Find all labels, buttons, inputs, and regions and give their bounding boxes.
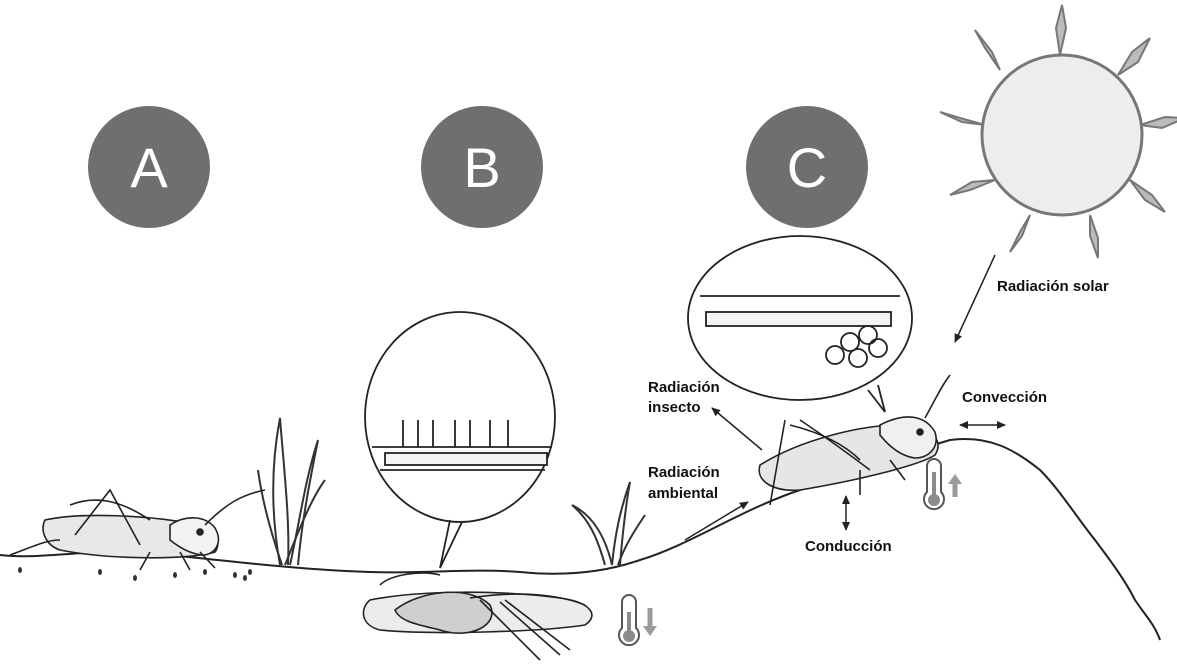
label-insect-radiation-1: Radiación [648, 378, 720, 398]
grasshopper-b [363, 573, 591, 660]
arrow-solar [955, 255, 995, 342]
thermometer-down-icon [619, 595, 657, 645]
callout-b [365, 312, 555, 568]
callout-c [688, 236, 912, 412]
panel-badge-c: C [746, 106, 868, 228]
label-ambient-radiation-2: ambiental [648, 484, 718, 504]
label-insect-radiation-2: insecto [648, 398, 701, 418]
grass-middle [572, 482, 645, 565]
arrow-insect [712, 408, 762, 450]
label-convection: Convección [962, 388, 1047, 408]
sun-icon [940, 5, 1177, 258]
label-ambient-radiation-1: Radiación [648, 463, 720, 483]
grass-left [258, 418, 325, 565]
label-solar-radiation: Radiación solar [997, 277, 1109, 297]
arrow-ambient [685, 502, 748, 540]
thermometer-up-icon [924, 459, 962, 509]
panel-badge-a: A [88, 106, 210, 228]
label-conduction: Conducción [805, 537, 892, 557]
grasshopper-a [10, 490, 265, 570]
panel-badge-b: B [421, 106, 543, 228]
soil-pebbles [18, 567, 252, 581]
